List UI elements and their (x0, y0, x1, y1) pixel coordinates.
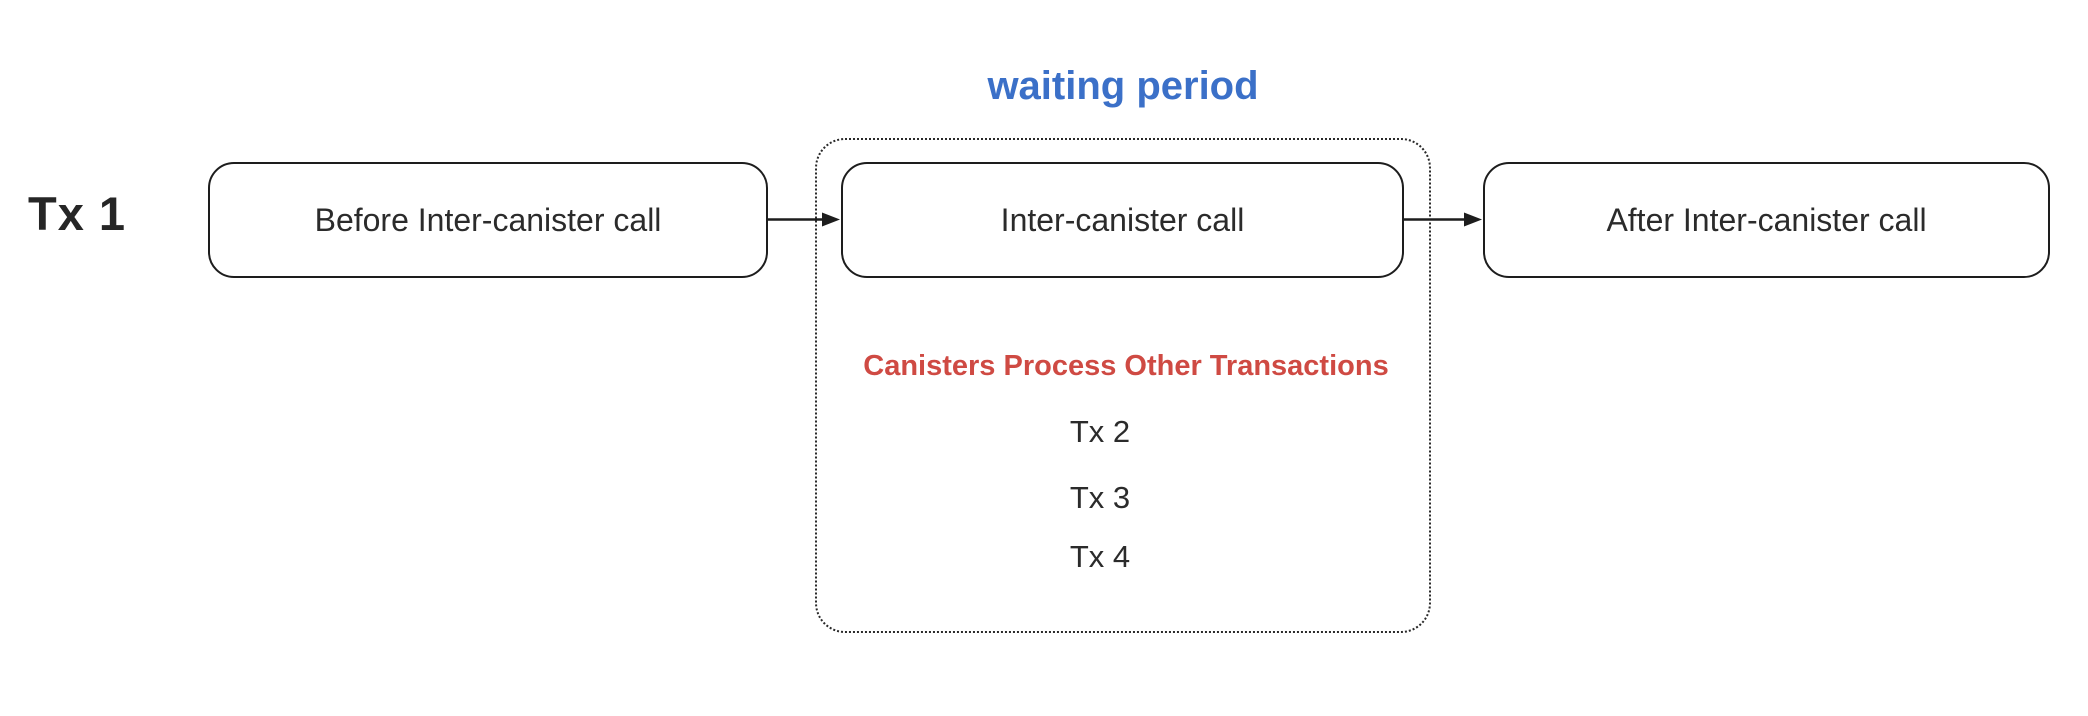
arrow-right-icon (1404, 211, 1483, 228)
arrow-right-icon (768, 211, 841, 228)
node-inter-canister-call: Inter-canister call (841, 162, 1404, 278)
tx4-label: Tx 4 (1069, 539, 1131, 574)
tx1-flow-label: Tx 1 (28, 187, 127, 240)
node-before-inter-canister-call: Before Inter-canister call (208, 162, 768, 278)
waiting-period-label: waiting period (987, 64, 1259, 108)
node-after-inter-canister-call: After Inter-canister call (1483, 162, 2050, 278)
tx2-label: Tx 2 (1069, 414, 1131, 449)
tx3-label: Tx 3 (1069, 480, 1131, 515)
canisters-process-note: Canisters Process Other Transactions (863, 350, 1389, 382)
waiting-period-region (815, 138, 1431, 633)
